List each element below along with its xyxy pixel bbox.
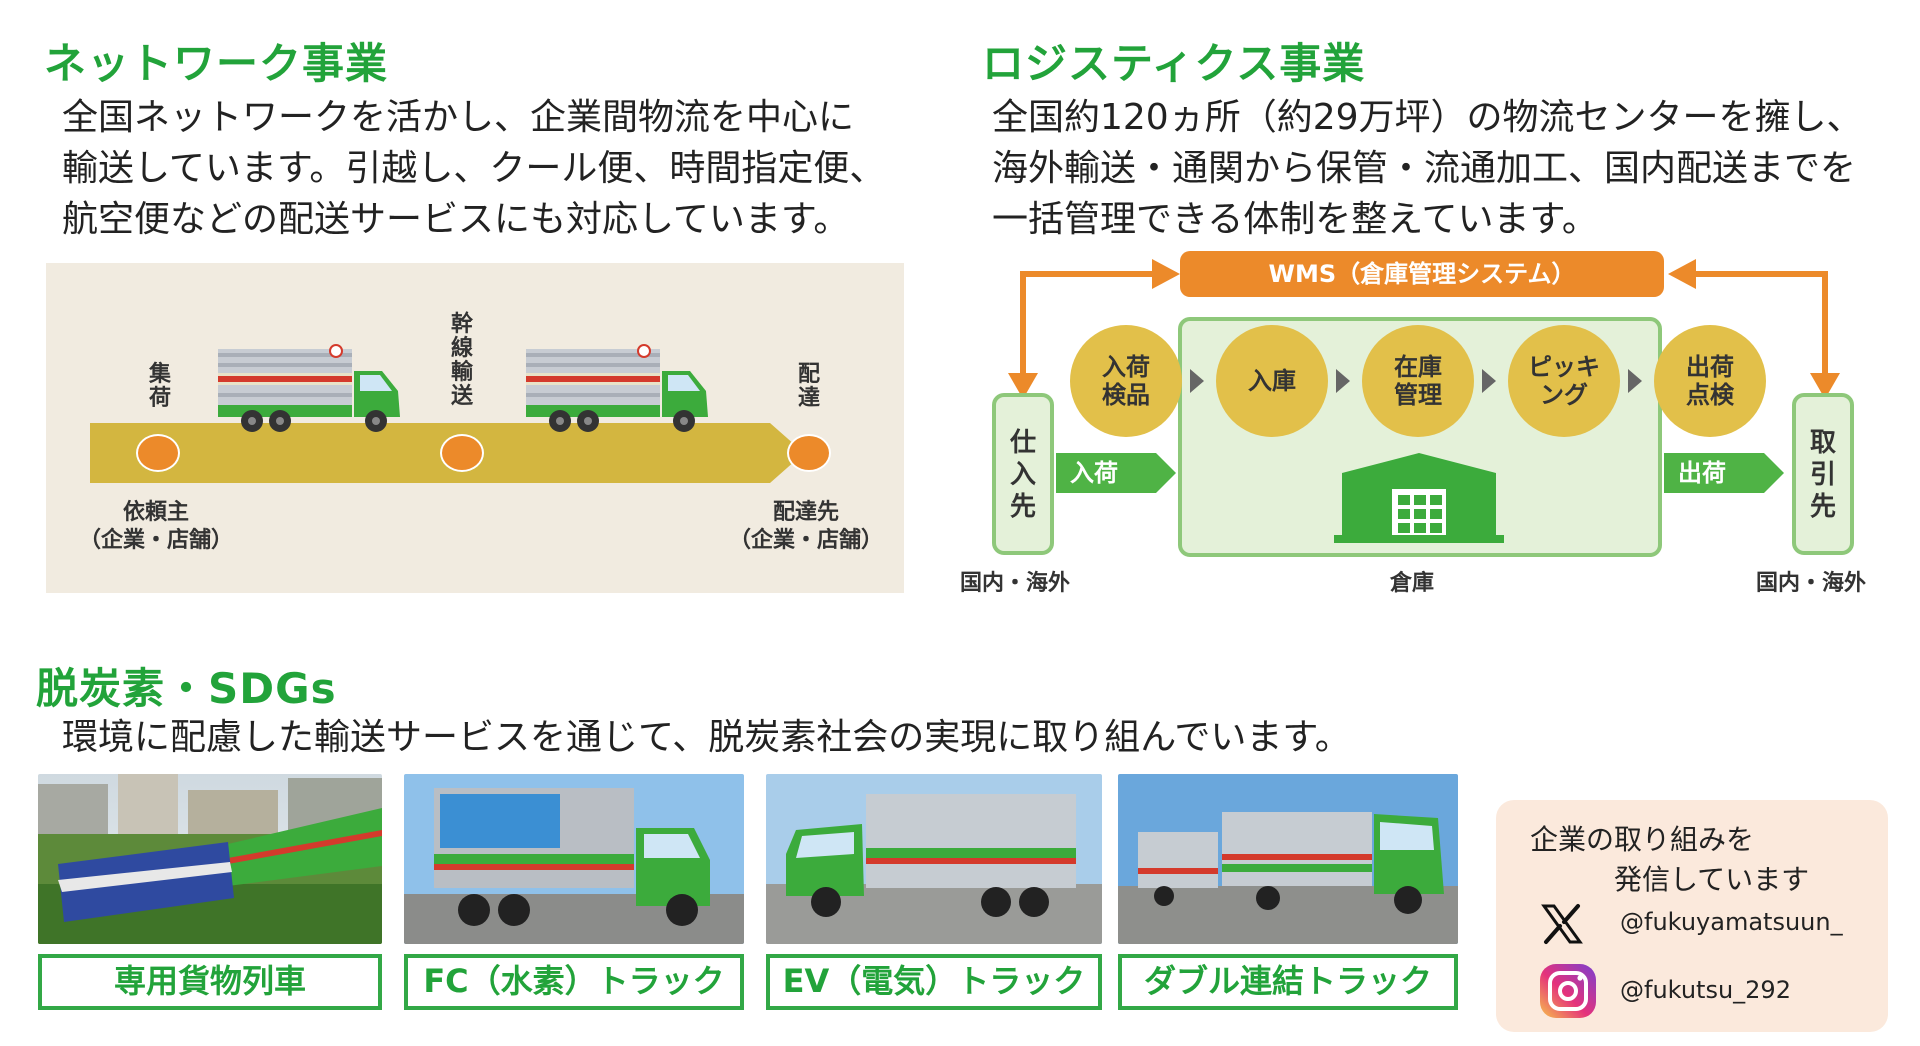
step-picking: ピッキ ング <box>1508 325 1620 437</box>
network-diagram: 集荷 幹線輸送 配達 依頼主 （企業・店舗） 配達先 （企業・店舗） <box>46 263 904 593</box>
arrow-right-icon <box>1152 259 1180 289</box>
supplier-region-label: 国内・海外 <box>960 571 1071 596</box>
inbound-arrowhead <box>1156 453 1176 493</box>
instagram-handle[interactable]: @fukutsu_292 <box>1620 976 1791 1004</box>
step-storage: 入庫 <box>1216 325 1328 437</box>
truck-icon <box>218 344 400 432</box>
stage-delivery-label: 配達 <box>797 362 820 411</box>
caption-ev-truck: EV（電気）トラック <box>766 954 1102 1010</box>
wms-bar: WMS（倉庫管理システム） <box>1180 251 1664 297</box>
destination-label: 配達先 （企業・店舗） <box>728 500 883 553</box>
warehouse-icon <box>1334 453 1504 543</box>
stage-pickup-label: 集荷 <box>148 362 171 411</box>
wms-connector-right-down <box>1822 271 1828 381</box>
wms-connector-left-down <box>1020 271 1026 381</box>
inbound-arrow: 入荷 <box>1056 453 1156 493</box>
pickup-dot <box>136 434 180 472</box>
ev-truck-photo <box>766 774 1102 944</box>
network-description: 全国ネットワークを活かし、企業間物流を中心に 輸送しています。引越し、クール便、… <box>62 97 886 240</box>
customer-region-label: 国内・海外 <box>1756 571 1867 596</box>
fc-truck-photo <box>404 774 744 944</box>
supplier-box: 仕入先 <box>992 393 1054 555</box>
wms-connector-left <box>1020 271 1160 277</box>
freight-train-photo <box>38 774 382 944</box>
arrow-down-icon <box>1810 373 1840 399</box>
step-arrow <box>1336 369 1350 393</box>
arrow-left-icon <box>1668 259 1696 289</box>
truck-icon <box>526 344 708 432</box>
outbound-arrowhead <box>1764 453 1784 493</box>
social-title: 企業の取り組みを 発信しています <box>1530 823 1810 896</box>
x-logo-icon[interactable] <box>1540 902 1584 946</box>
social-panel: 企業の取り組みを 発信しています @fukuyamatsuun_ @fukuts… <box>1496 800 1888 1032</box>
caption-fc-truck: FC（水素）トラック <box>404 954 744 1010</box>
step-shipment-check: 出荷 点検 <box>1654 325 1766 437</box>
logistics-diagram: WMS（倉庫管理システム） 仕入先 取引先 入荷 検品 入庫 在庫 管理 ピッキ… <box>950 245 1910 605</box>
logistics-heading: ロジスティクス事業 <box>982 39 1366 88</box>
customer-box: 取引先 <box>1792 393 1854 555</box>
sdgs-heading: 脱炭素・SDGs <box>36 664 337 713</box>
stage-trunk-label: 幹線輸送 <box>450 312 473 409</box>
sdgs-description: 環境に配慮した輸送サービスを通じて、脱炭素社会の実現に取り組んでいます。 <box>62 717 1351 758</box>
customer-label: 取引先 <box>1809 428 1836 522</box>
x-handle[interactable]: @fukuyamatsuun_ <box>1620 908 1843 936</box>
trunk-dot <box>440 434 484 472</box>
caption-freight-train: 専用貨物列車 <box>38 954 382 1010</box>
network-heading: ネットワーク事業 <box>44 39 389 88</box>
network-flow-band <box>90 423 770 483</box>
warehouse-label: 倉庫 <box>1390 571 1435 596</box>
step-inbound-inspection: 入荷 検品 <box>1070 325 1182 437</box>
outbound-arrow: 出荷 <box>1664 453 1764 493</box>
wms-connector-right <box>1690 271 1828 277</box>
double-truck-photo <box>1118 774 1458 944</box>
step-arrow <box>1628 369 1642 393</box>
step-arrow <box>1482 369 1496 393</box>
caption-double-truck: ダブル連結トラック <box>1118 954 1458 1010</box>
step-arrow <box>1190 369 1204 393</box>
instagram-icon[interactable] <box>1534 962 1600 1020</box>
logistics-description: 全国約120ヵ所（約29万坪）の物流センターを擁し、 海外輸送・通関から保管・流… <box>992 97 1863 240</box>
client-label: 依頼主 （企業・店舗） <box>78 500 233 553</box>
supplier-label: 仕入先 <box>1009 428 1036 522</box>
delivery-dot <box>787 434 831 472</box>
arrow-down-icon <box>1008 373 1038 399</box>
step-inventory: 在庫 管理 <box>1362 325 1474 437</box>
